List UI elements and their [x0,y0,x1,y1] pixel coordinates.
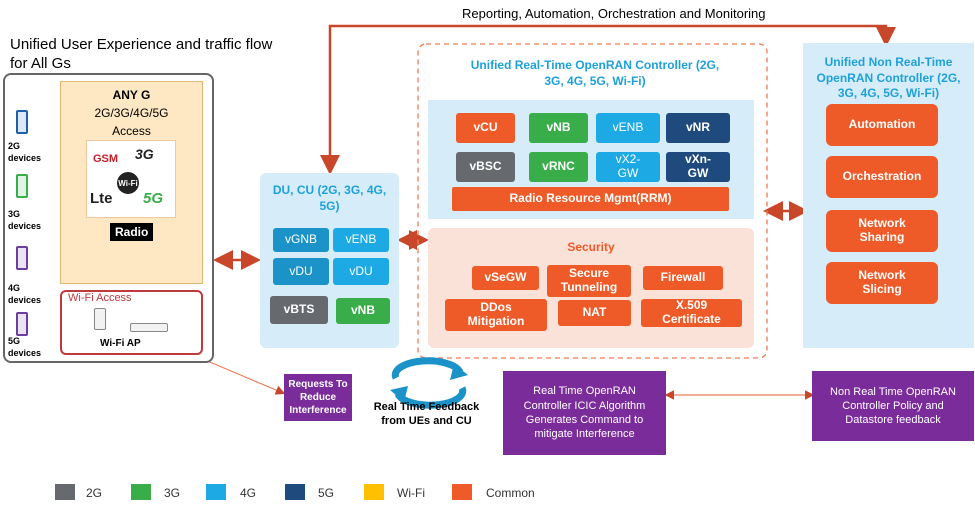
legend-3g-label: 3G [164,486,181,500]
4g-phone-icon [16,246,28,270]
nrt-network-slicing: Network Slicing [826,262,938,304]
legend-wifi-swatch [364,484,384,500]
reporting-loop-line [320,24,896,175]
du-vnb: vNB [336,298,390,324]
any-g-subtitle: 2G/3G/4G/5G [94,106,169,120]
rt-vnb: vNB [529,113,588,143]
nrt-controller-title: Unified Non Real-Time OpenRAN Controller… [816,55,961,101]
legend-common-swatch [452,484,472,500]
device-4g-label: 4G devices [8,283,42,306]
rt-vxngw: vXn-GW [666,152,730,182]
rt-controller-title: Unified Real-Time OpenRAN Controller (2G… [470,58,720,88]
3g-phone-icon [16,174,28,198]
rt-vnr: vNR [666,113,730,143]
5g-logo: 5G [143,190,164,207]
rt-vbsc: vBSC [456,152,515,182]
lte-logo: Lte [90,190,113,207]
legend-common-label: Common [486,486,535,500]
rt-controller-frame [417,43,768,359]
device-3g-label: 3G devices [8,209,42,232]
device-5g-label: 5G devices [8,336,42,359]
du-vbts: vBTS [270,296,328,324]
legend-4g-label: 4G [240,486,257,500]
any-g-title: ANY G [112,88,151,102]
left-title: Unified User Experience and traffic flow… [10,36,273,72]
wifi-phone-icon [94,308,106,330]
sec-x509: X.509 Certificate [641,298,742,327]
du-vgnb: vGNB [273,228,329,252]
nrt-orchestration: Orchestration [826,156,938,198]
security-title: Security [567,240,615,254]
2g-phone-icon [16,110,28,134]
du-vdu-2: vDU [333,258,389,285]
feedback-cycle-icon [390,357,468,409]
rt-rrm: Radio Resource Mgmt(RRM) [452,187,729,211]
nrt-policy-box: Non Real Time OpenRAN Controller Policy … [812,371,974,441]
any-g-access: Access [112,124,151,138]
legend-5g-label: 5G [318,486,335,500]
wifi-logo-text: Wi-Fi [118,178,138,188]
sec-ddos: DDos Mitigation [445,299,547,331]
rt-icic-box: Real Time OpenRAN Controller ICIC Algori… [503,371,666,455]
legend-3g-swatch [131,484,151,500]
radio-label: Radio [110,223,154,241]
3g-logo: 3G [135,146,154,162]
du-venb: vENB [333,228,389,252]
rt-venb: vENB [596,113,660,143]
wifi-access-title: Wi-Fi Access [68,292,132,304]
legend-2g-label: 2G [86,486,103,500]
wifi-ap-label: Wi-Fi AP [100,338,141,349]
rt-vcu: vCU [456,113,515,143]
rt-vx2gw: vX2-GW [596,152,660,182]
sec-vsegw: vSeGW [472,266,539,290]
device-2g-label: 2G devices [8,141,42,164]
nrt-automation: Automation [826,104,938,146]
du-vdu-1: vDU [273,258,329,285]
sec-secure-tunneling: Secure Tunneling [547,265,631,297]
legend-4g-swatch [206,484,226,500]
du-cu-title: DU, CU (2G, 3G, 4G, 5G) [272,183,387,213]
5g-phone-icon [16,312,28,336]
top-loop-label: Reporting, Automation, Orchestration and… [462,6,766,21]
wifi-ap-icon [130,323,168,332]
requests-line [204,359,286,395]
gsm-logo: GSM [93,153,119,165]
legend-wifi-label: Wi-Fi [397,486,425,500]
wifi-access-box [60,290,203,355]
radio-logos-box [86,140,176,218]
wifi-logo: Wi-Fi [117,172,139,194]
sec-firewall: Firewall [643,266,723,290]
requests-box: Requests To Reduce Interference [284,374,352,421]
sec-nat: NAT [558,300,631,326]
legend-5g-swatch [285,484,305,500]
feedback-label: Real Time Feedback from UEs and CU [373,401,480,427]
nrt-network-sharing: Network Sharing [826,210,938,252]
rt-vrnc: vRNC [529,152,588,182]
legend-2g-swatch [55,484,75,500]
